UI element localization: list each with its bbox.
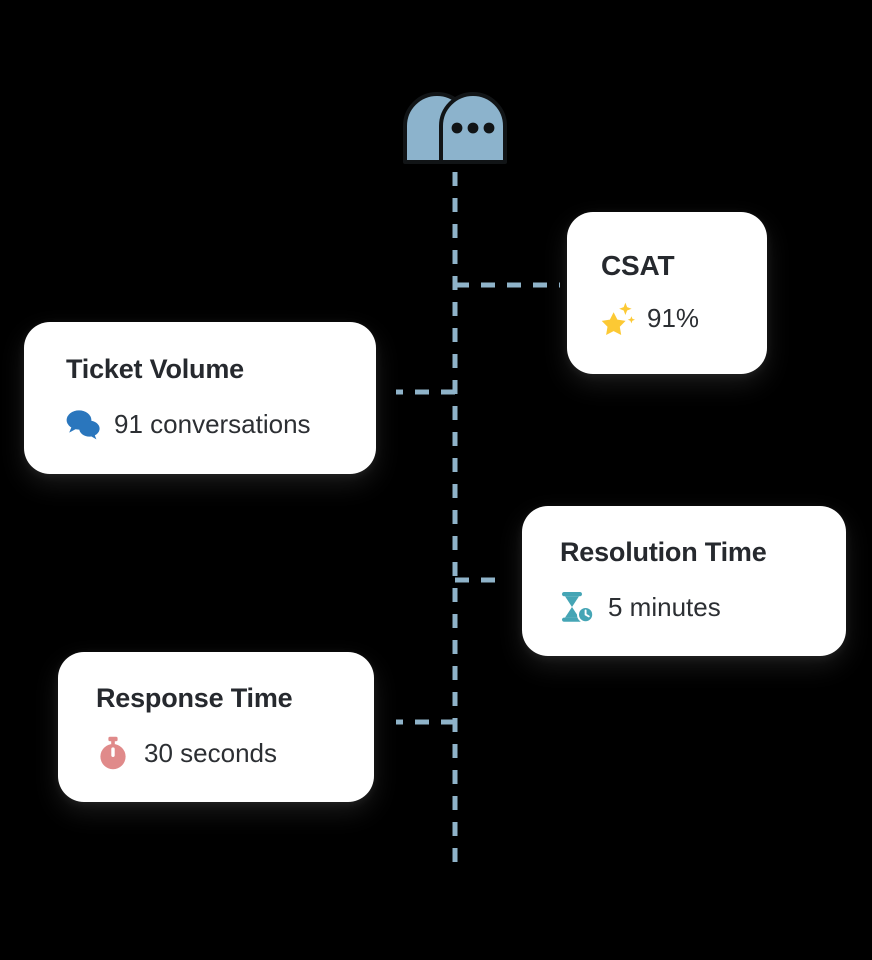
metric-card-ticket-volume[interactable]: Ticket Volume 91 conversations [24,322,376,474]
card-title: Ticket Volume [66,354,244,385]
glowing-star-icon [601,301,635,336]
metric-card-csat[interactable]: CSAT 91% [567,212,767,374]
card-title: Resolution Time [560,537,767,568]
card-metric-row: 30 seconds [96,736,336,770]
card-value: 91% [647,303,700,334]
card-value: 5 minutes [608,591,721,622]
metric-card-resolution-time[interactable]: Resolution Time 5 minutes [522,506,846,656]
stopwatch-icon [96,736,130,770]
hourglass-clock-icon [560,590,594,624]
card-metric-row: 5 minutes [560,590,808,624]
speech-balloons-icon [66,407,100,441]
card-value: 91 conversations [114,408,311,439]
metric-card-response-time[interactable]: Response Time 30 seconds [58,652,374,802]
chat-bubbles-icon [403,92,507,164]
card-title: Response Time [96,683,293,714]
card-metric-row: 91% [601,301,733,336]
card-metric-row: 91 conversations [66,407,334,441]
card-title: CSAT [601,249,675,281]
card-value: 30 seconds [144,737,277,768]
